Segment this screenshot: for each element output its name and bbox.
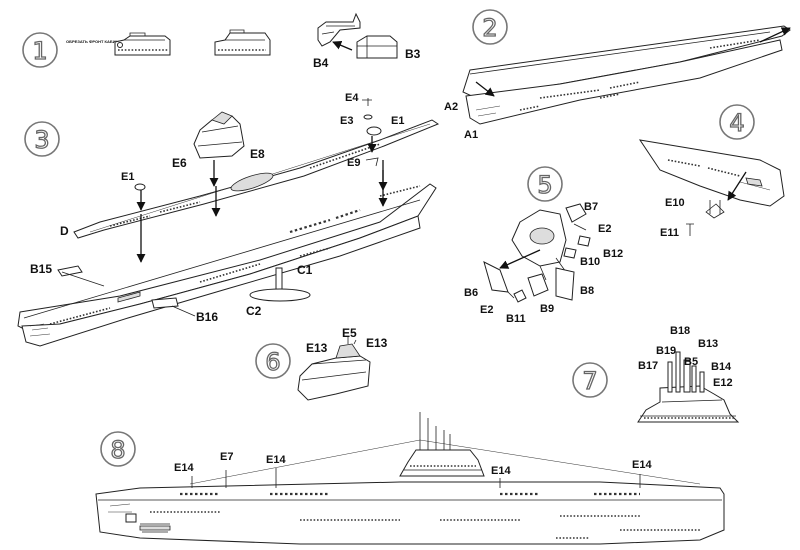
step-1: 1 ОБРЕЗАТЬ ФРОНТ КАБИНЫ, ОТДЕЛИТЬ НОЖОМ … xyxy=(22,12,421,70)
svg-text:E13: E13 xyxy=(306,341,328,355)
part-b3: B3 xyxy=(356,35,421,61)
step-7-badge: 7 xyxy=(572,362,608,398)
svg-text:B18: B18 xyxy=(670,325,690,337)
submarine-side-profile xyxy=(95,412,725,545)
step-4-badge: 4 xyxy=(719,104,755,140)
svg-text:E14: E14 xyxy=(632,459,652,471)
hull-halves-joined xyxy=(462,25,791,125)
svg-text:8: 8 xyxy=(110,436,125,464)
svg-text:E14: E14 xyxy=(266,454,286,466)
svg-text:C1: C1 xyxy=(297,263,313,277)
step-5-badge: 5 xyxy=(527,166,563,202)
svg-text:E14: E14 xyxy=(174,462,194,474)
step-2-badge: 2 xyxy=(472,9,508,45)
svg-text:B12: B12 xyxy=(603,248,623,260)
svg-text:B9: B9 xyxy=(540,303,554,315)
step-6: 6 E5 E13 E13 xyxy=(255,326,388,401)
svg-text:E13: E13 xyxy=(366,336,388,350)
svg-text:7: 7 xyxy=(582,367,597,395)
svg-text:2: 2 xyxy=(482,14,497,42)
conning-tower-final xyxy=(297,336,371,401)
hull-stern-detail xyxy=(638,139,785,207)
svg-text:E6: E6 xyxy=(172,156,187,170)
svg-text:B8: B8 xyxy=(580,285,594,297)
svg-text:E3: E3 xyxy=(340,115,353,127)
svg-text:B16: B16 xyxy=(196,310,218,324)
svg-text:E14: E14 xyxy=(491,465,511,477)
svg-text:B7: B7 xyxy=(584,201,598,213)
part-b4: B4 xyxy=(313,12,361,70)
step-7: 7 B18 B19 B13 B5 B17 B14 E12 xyxy=(572,325,740,423)
svg-text:1: 1 xyxy=(32,37,47,65)
sail-masts-detail xyxy=(637,351,740,423)
step-2: 2 A2 A1 xyxy=(444,9,791,141)
part-e11-pin: E11 xyxy=(660,223,694,239)
svg-text:B10: B10 xyxy=(580,256,600,268)
svg-text:E10: E10 xyxy=(665,197,685,209)
svg-text:E2: E2 xyxy=(598,223,611,235)
svg-text:B6: B6 xyxy=(464,287,478,299)
svg-text:E12: E12 xyxy=(713,377,733,389)
step-3-badge: 3 xyxy=(24,121,60,157)
svg-text:A2: A2 xyxy=(444,101,458,113)
tower-side-view-b xyxy=(214,29,271,56)
svg-text:C2: C2 xyxy=(246,304,262,318)
part-e6-conning-tower: E6 E8 xyxy=(172,111,265,170)
svg-text:B19: B19 xyxy=(656,345,676,357)
part-e10-fixture: E10 xyxy=(665,197,725,219)
svg-text:E9: E9 xyxy=(347,157,360,169)
svg-text:E7: E7 xyxy=(220,451,233,463)
step-4: 4 E10 E11 xyxy=(638,104,785,239)
step-6-badge: 6 xyxy=(255,343,291,379)
svg-text:3: 3 xyxy=(34,126,49,154)
svg-text:E11: E11 xyxy=(660,227,679,239)
tower-front-view-a xyxy=(114,32,171,56)
svg-text:B5: B5 xyxy=(684,356,698,368)
hull-main xyxy=(17,183,437,347)
svg-text:B17: B17 xyxy=(638,360,658,372)
svg-text:E8: E8 xyxy=(250,147,265,161)
svg-text:5: 5 xyxy=(537,171,552,199)
step-5: 5 B7 E2 B12 B10 B8 B6 E2 B11 B9 xyxy=(464,166,623,325)
svg-text:E1: E1 xyxy=(121,171,134,183)
svg-text:D: D xyxy=(60,224,69,238)
svg-text:B4: B4 xyxy=(313,56,329,70)
svg-text:B11: B11 xyxy=(506,313,526,325)
part-c2-stand: C1 C2 xyxy=(246,263,313,318)
step-3: 3 E6 E8 D E1 E4 E3 E1 E9 xyxy=(17,92,440,347)
svg-text:A1: A1 xyxy=(464,129,478,141)
svg-text:E1: E1 xyxy=(391,115,404,127)
svg-text:B13: B13 xyxy=(698,338,718,350)
svg-text:B3: B3 xyxy=(405,47,421,61)
svg-text:E4: E4 xyxy=(345,92,359,104)
stern-propeller-assembly xyxy=(511,209,567,281)
svg-text:E5: E5 xyxy=(342,326,357,340)
step-8-badge: 8 xyxy=(100,431,136,467)
svg-text:E2: E2 xyxy=(480,304,493,316)
svg-text:B14: B14 xyxy=(711,361,732,373)
svg-text:B15: B15 xyxy=(30,262,52,276)
step-1-badge: 1 xyxy=(22,32,58,68)
svg-text:4: 4 xyxy=(729,109,744,137)
step-8: 8 E14 E7 E14 E14 E14 xyxy=(95,412,725,545)
svg-text:6: 6 xyxy=(265,348,280,376)
